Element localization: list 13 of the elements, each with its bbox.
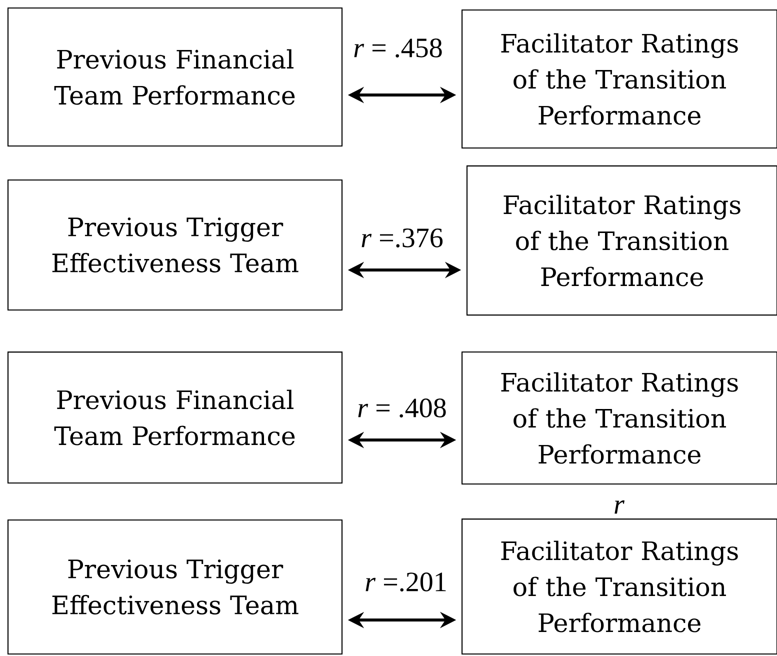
edge-label: r = .408 [356,397,448,419]
text-box: Facilitator Ratings of the Transition Performance [462,9,777,149]
text-box: Facilitator Ratings of the Transition Performance [462,518,777,654]
text-box: Previous Financial Team Performance [7,7,343,147]
edge-label: r = .458 [352,37,444,59]
stray-letter: r [614,500,624,514]
text-box: Facilitator Ratings of the Transition Performance [466,165,777,316]
text-box: Previous Trigger Effectiveness Team [7,519,343,655]
edge-label: r =.376 [359,227,445,249]
text-box: Previous Trigger Effectiveness Team [7,179,343,311]
text-box: Previous Financial Team Performance [7,352,343,484]
edge-label: r =.201 [363,571,449,593]
text-box: Facilitator Ratings of the Transition Performance [462,351,777,485]
